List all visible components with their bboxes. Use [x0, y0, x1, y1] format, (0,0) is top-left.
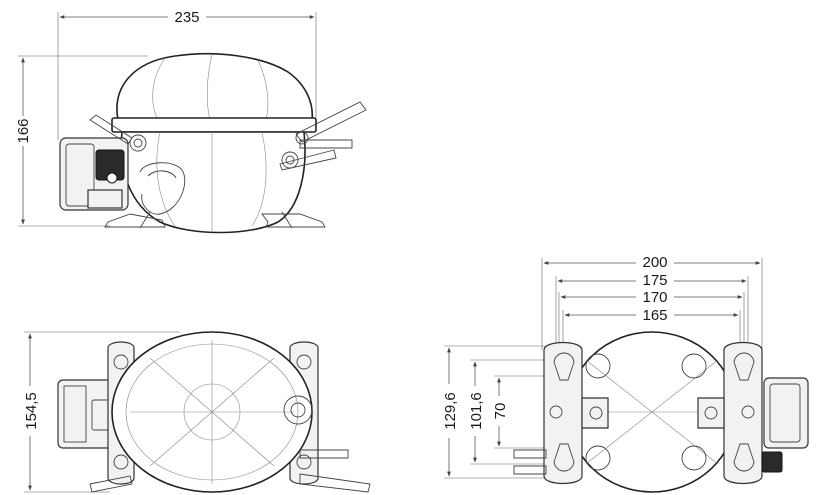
dimension-label-175: 175 — [642, 272, 667, 289]
dimension-label-129-6: 129,6 — [442, 392, 459, 430]
mounting-view: 200 175 170 165 129,6 101,6 70 — [438, 253, 809, 493]
dimension-label-70: 70 — [492, 403, 509, 420]
dimension-label-170: 170 — [642, 289, 667, 306]
dimension-label-height-side: 166 — [15, 118, 32, 143]
side-view: 235 166 — [12, 8, 367, 234]
top-view: 154,5 — [18, 331, 371, 493]
dimension-label-width-side: 235 — [174, 9, 199, 26]
dimension-label-height-top: 154,5 — [23, 392, 40, 430]
dimension-label-200: 200 — [642, 254, 667, 271]
dimension-label-101-6: 101,6 — [468, 392, 485, 430]
dimension-label-165: 165 — [642, 307, 667, 324]
